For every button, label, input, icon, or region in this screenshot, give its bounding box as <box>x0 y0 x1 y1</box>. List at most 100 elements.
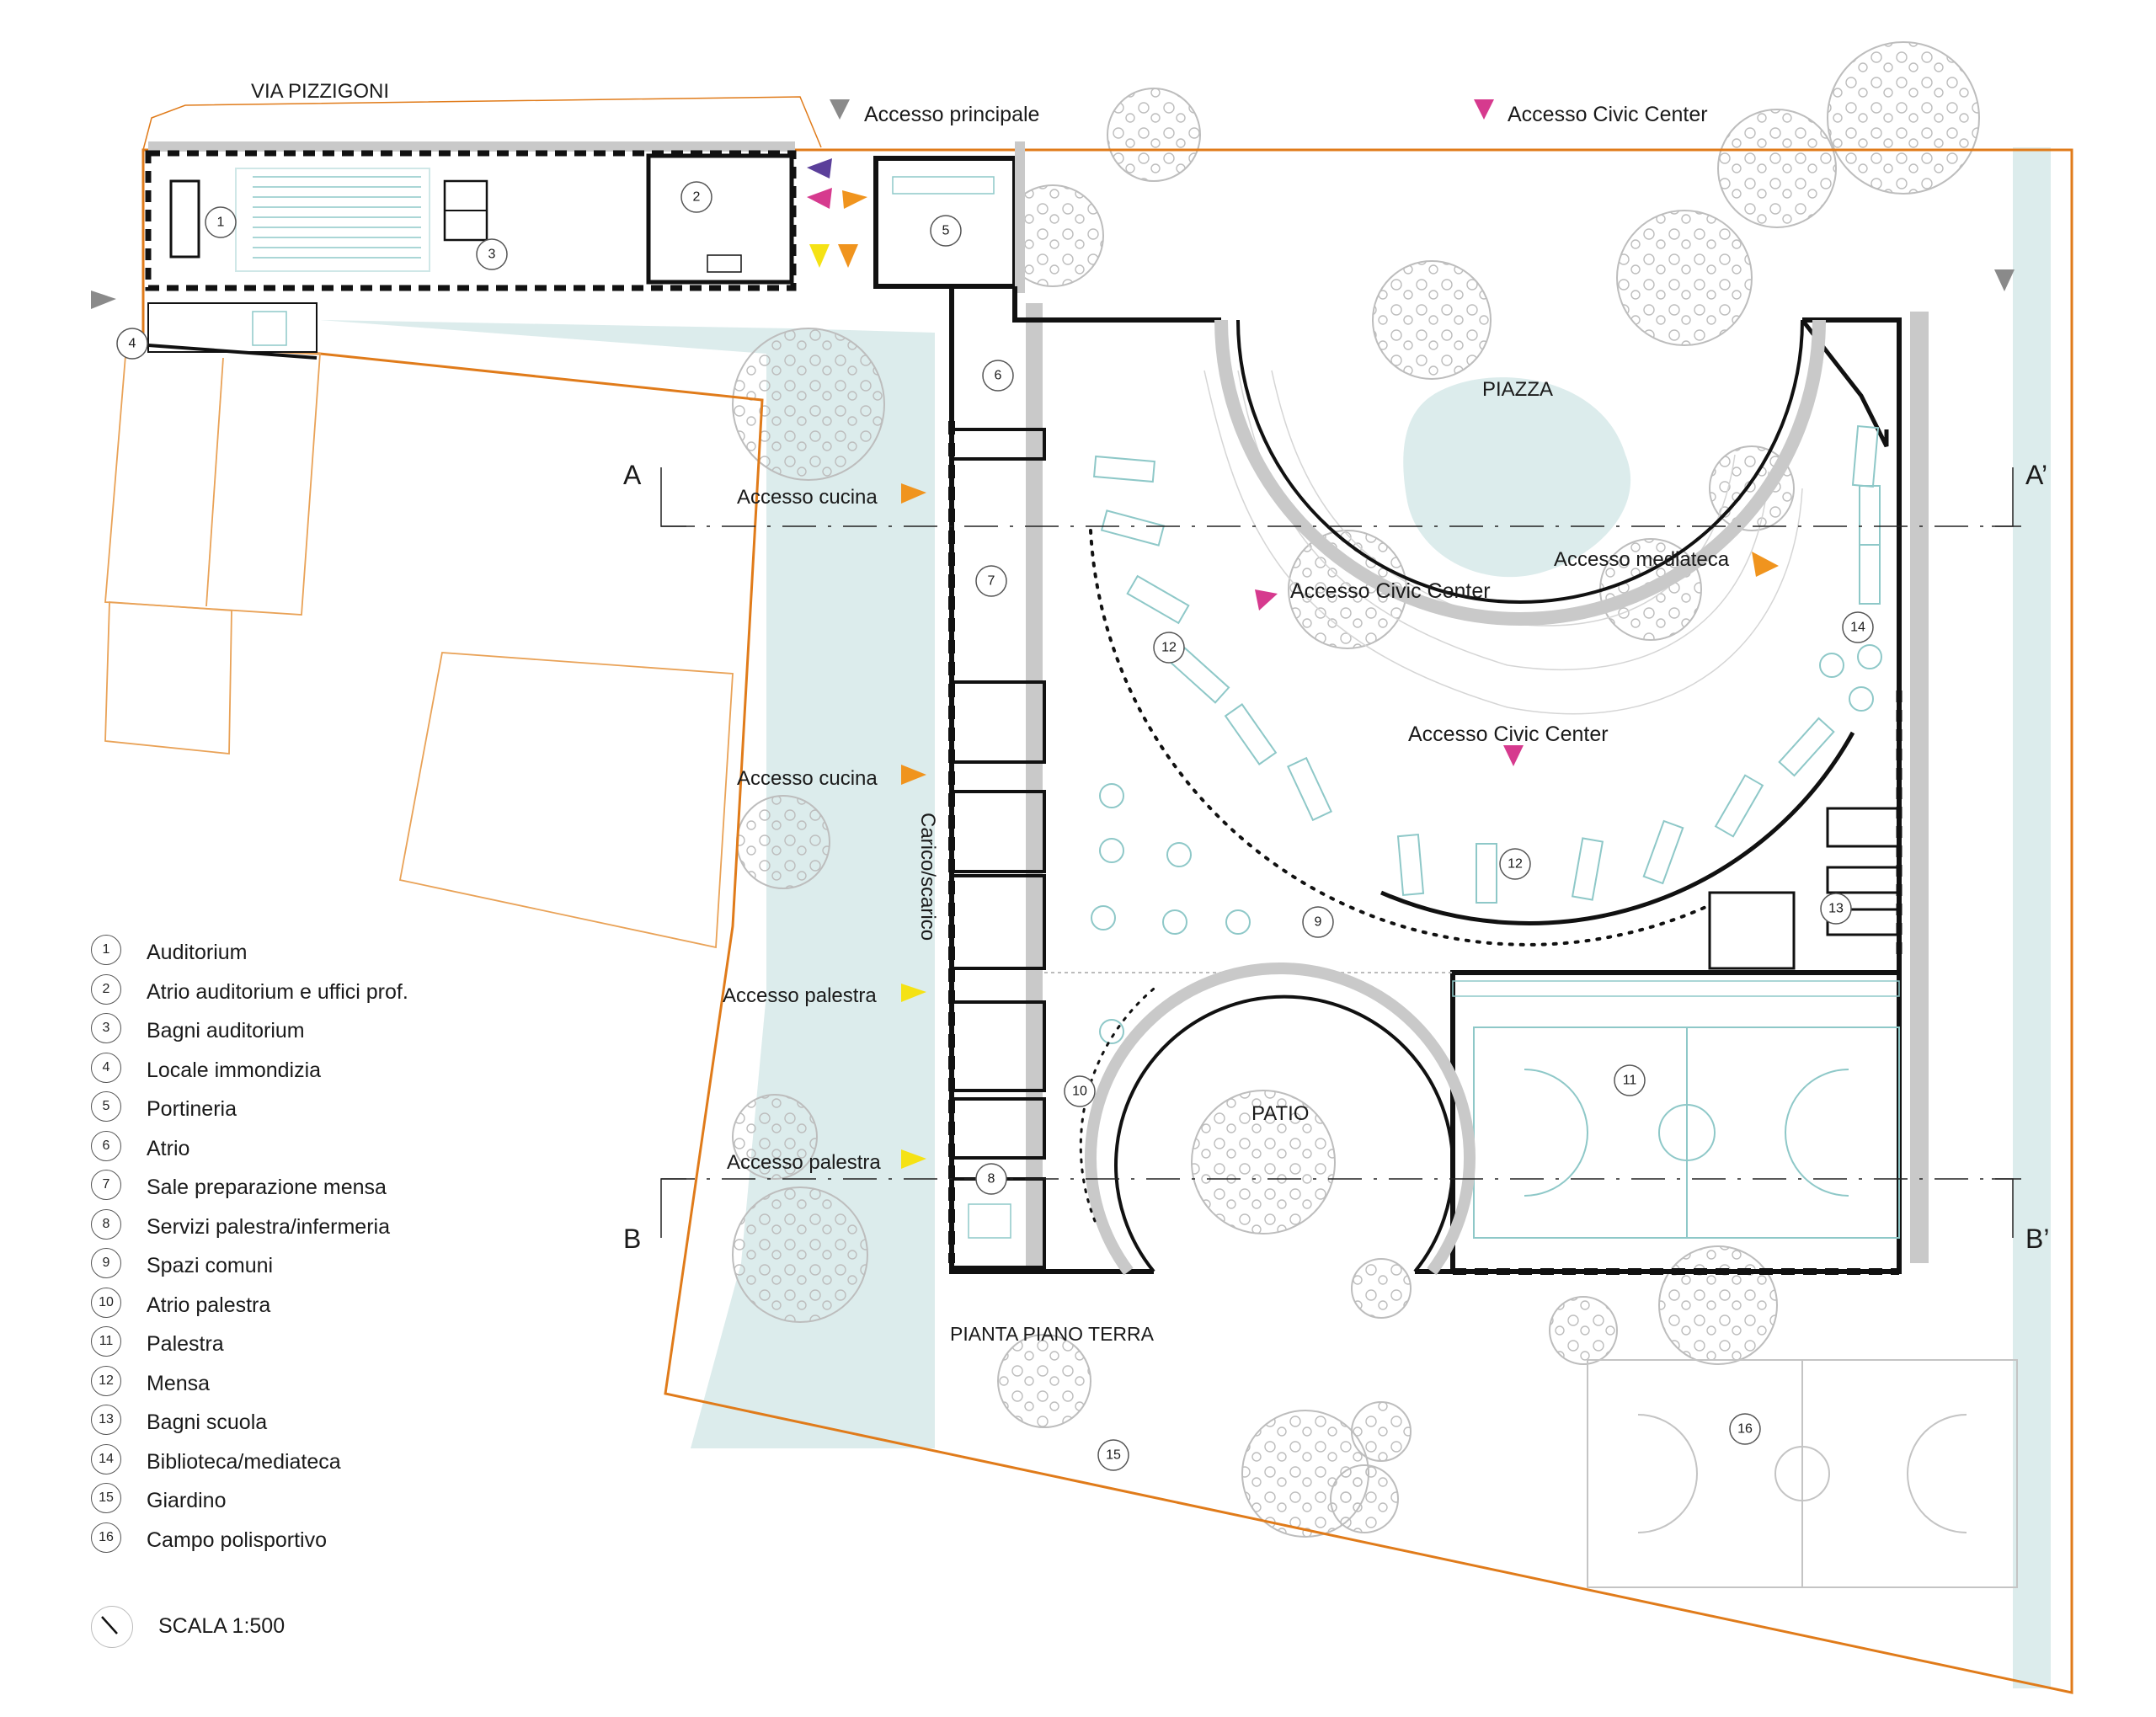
room-number-label: 15 <box>1106 1448 1121 1463</box>
legend-item: 11 Palestra <box>91 1326 563 1366</box>
arrow-main-left <box>91 291 116 309</box>
section-lines <box>660 467 2021 1238</box>
main-building <box>948 286 1929 1275</box>
room-number-label: 3 <box>488 248 496 262</box>
room-number-label: 10 <box>1072 1085 1087 1099</box>
library-access-label: Accesso mediateca <box>1554 548 1730 571</box>
room-number-label: 12 <box>1161 641 1177 655</box>
arrow-library <box>1752 552 1779 577</box>
room-number-label: 11 <box>1623 1074 1637 1088</box>
legend-item: 10 Atrio palestra <box>91 1287 563 1327</box>
legend-number: 11 <box>91 1326 121 1357</box>
main-entrance-label: Accesso principale <box>864 103 1039 126</box>
legend-number: 10 <box>91 1287 121 1318</box>
room-number-label: 13 <box>1828 902 1844 916</box>
civic-center-label-left: Accesso Civic Center <box>1290 579 1491 603</box>
patio-label: PATIO <box>1251 1102 1309 1125</box>
sports-field <box>1587 1359 2018 1588</box>
room-number-label: 4 <box>129 337 136 351</box>
piazza-label: PIAZZA <box>1482 378 1553 401</box>
room-number-label: 8 <box>988 1172 995 1186</box>
civic-center-label-center: Accesso Civic Center <box>1408 723 1609 746</box>
kitchen-access-label-1: Accesso cucina <box>737 486 878 509</box>
legend-number: 2 <box>91 973 121 1005</box>
arrow-civic-left <box>1255 589 1278 611</box>
pond <box>1403 377 1631 578</box>
legend-item: 3 Bagni auditorium <box>91 1013 563 1053</box>
room-number-circle <box>680 181 712 213</box>
legend-number: 12 <box>91 1365 121 1396</box>
arrow-kitchen-1 <box>901 483 926 504</box>
legend-number: 13 <box>91 1405 121 1435</box>
room-number-circle <box>1153 632 1185 664</box>
garbage-room <box>147 302 318 360</box>
room-number-circle <box>116 328 148 360</box>
legend-item: 5 Portineria <box>91 1091 563 1131</box>
legend-label: Servizi palestra/infermeria <box>147 1214 390 1239</box>
legend-label: Mensa <box>147 1371 211 1395</box>
arrow-gym-2 <box>901 1149 926 1169</box>
north-scale-icon <box>91 1606 133 1648</box>
arrow-gym-1 <box>901 984 926 1002</box>
legend-number: 3 <box>91 1013 121 1043</box>
room-number-circle <box>205 206 237 238</box>
room-number-circle <box>476 238 508 270</box>
legend-label: Spazi comuni <box>147 1254 274 1277</box>
legend-item: 9 Spazi comuni <box>91 1248 563 1288</box>
legend-label: Giardino <box>147 1489 227 1512</box>
room-number-label: 6 <box>995 369 1002 383</box>
room-number-label: 12 <box>1508 857 1523 872</box>
legend-item: 8 Servizi palestra/infermeria <box>91 1208 563 1249</box>
arrow-main-right <box>1994 269 2015 291</box>
auditorium-block <box>145 141 1025 293</box>
legend-number: 7 <box>91 1170 121 1200</box>
room-number-label: 5 <box>942 224 950 238</box>
room-number-label: 16 <box>1737 1422 1753 1437</box>
legend-label: Biblioteca/mediateca <box>147 1449 341 1474</box>
legend-label: Atrio <box>147 1136 190 1160</box>
legend-item: 12 Mensa <box>91 1365 563 1405</box>
arrow-pink <box>807 188 832 209</box>
arrow-civic-top <box>1474 99 1494 120</box>
legend-number: 9 <box>91 1248 121 1278</box>
legend-number: 5 <box>91 1091 121 1122</box>
plan-title: PIANTA PIANO TERRA <box>950 1323 1155 1345</box>
legend-label: Bagni scuola <box>147 1410 268 1434</box>
legend-label: Palestra <box>147 1332 224 1356</box>
legend-label: Portineria <box>147 1097 237 1121</box>
arrow-main-top <box>830 99 850 120</box>
legend-number: 15 <box>91 1483 121 1513</box>
street-label: VIA PIZZIGONI <box>251 80 389 103</box>
legend-item: 13 Bagni scuola <box>91 1405 563 1444</box>
room-number-circle <box>1820 893 1852 925</box>
legend-label: Atrio auditorium e uffici prof. <box>147 979 408 1004</box>
legend-item: 2 Atrio auditorium e uffici prof. <box>91 973 563 1014</box>
section-b-prime-label: B’ <box>2025 1224 2049 1254</box>
room-number-circle <box>1842 611 1874 643</box>
arrow-yellow-1 <box>809 244 830 268</box>
legend-label: Campo polisportivo <box>147 1528 327 1552</box>
legend-label: Locale immondizia <box>147 1058 322 1082</box>
room-number-label: 14 <box>1850 621 1865 635</box>
legend-number: 8 <box>91 1208 121 1240</box>
gym-access-label-2: Accesso palestra <box>727 1151 881 1174</box>
arrow-orange-2 <box>838 244 858 268</box>
legend-label: Atrio palestra <box>147 1293 271 1317</box>
section-b-label: B <box>623 1224 641 1254</box>
legend-number: 16 <box>91 1522 121 1553</box>
room-number-label: 1 <box>217 216 225 230</box>
legend-label: Bagni auditorium <box>147 1019 305 1042</box>
arrow-kitchen-2 <box>901 765 926 785</box>
scale-label: SCALA 1:500 <box>158 1614 286 1638</box>
legend-item: 15 Giardino <box>91 1483 563 1522</box>
legend-number: 1 <box>91 935 121 965</box>
access-arrows <box>91 99 2015 1169</box>
